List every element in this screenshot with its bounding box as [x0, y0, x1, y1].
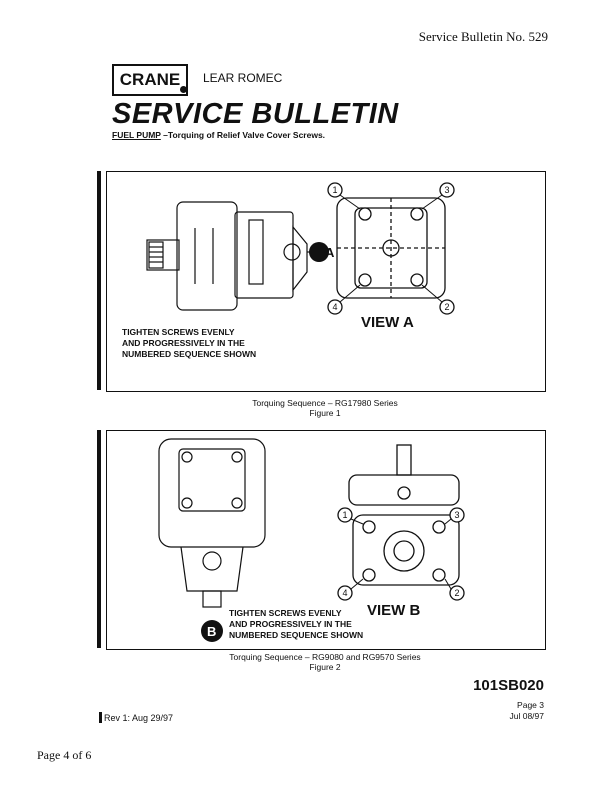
figure1-drawing: A 1 2 3 4: [146, 182, 455, 315]
revision-text: Rev 1: Aug 29/97: [104, 713, 174, 723]
figure1-caption-title: Torquing Sequence – RG17980 Series: [252, 398, 398, 408]
view-b-shaft: [396, 444, 412, 476]
figure2-caption-number: Figure 2: [309, 662, 341, 672]
document-number: 101SB020: [473, 677, 544, 694]
page-number: Page 3: [517, 700, 544, 710]
figure1-caption-number: Figure 1: [309, 408, 341, 418]
screw-b-number-3: 3: [454, 510, 459, 520]
figure1-revision-bar: [97, 171, 101, 390]
figure2-note: TIGHTEN SCREWS EVENLY AND PROGRESSIVELY …: [229, 608, 363, 641]
screw-2: [410, 273, 424, 287]
screw-b-number-1: 1: [342, 510, 347, 520]
screw-number-4: 4: [332, 302, 337, 312]
callout-b-label: B: [207, 624, 216, 639]
crane-logo: CRANE: [112, 64, 188, 96]
figure1-note-line1: TIGHTEN SCREWS EVENLY: [122, 327, 235, 337]
screw-number-4-ring: [327, 299, 343, 315]
screw-b-number-2: 2: [454, 588, 459, 598]
figure1-note-line3: NUMBERED SEQUENCE SHOWN: [122, 349, 257, 359]
figure2-note-line2: AND PROGRESSIVELY IN THE: [229, 619, 352, 629]
figure2-frame: B 1 2 3 4: [106, 430, 546, 650]
figure2-note-line3: NUMBERED SEQUENCE SHOWN: [229, 630, 364, 640]
bulletin-number: Service Bulletin No. 529: [418, 29, 548, 44]
screw-3: [410, 207, 424, 221]
pump-end: [292, 225, 308, 292]
company-name: LEAR ROMEC: [203, 71, 283, 85]
nameplate-front: [178, 448, 246, 512]
view-b-cover: [352, 514, 460, 586]
page-date: Jul 08/97: [509, 711, 545, 721]
pump-flange-front: [158, 438, 266, 548]
screw-b-number-4: 4: [342, 588, 347, 598]
figure1-note-line2: AND PROGRESSIVELY IN THE: [122, 338, 245, 348]
subject-line: FUEL PUMP –Torquing of Relief Valve Cove…: [112, 130, 325, 140]
figure2-note-line1: TIGHTEN SCREWS EVENLY: [229, 608, 342, 618]
figure1-caption: Torquing Sequence – RG17980 Series Figur…: [106, 398, 544, 418]
screw-b-number-4-ring: [337, 585, 353, 601]
figure2-caption-title: Torquing Sequence – RG9080 and RG9570 Se…: [229, 652, 421, 662]
subject-label: FUEL PUMP: [112, 130, 161, 140]
screw-number-2-ring: [439, 299, 455, 315]
screw-number-2: 2: [444, 302, 449, 312]
pump-shaft-front: [202, 590, 222, 608]
page-info: Page 3 Jul 08/97: [510, 700, 545, 722]
pump-neck: [180, 546, 244, 592]
page-of: Page 4 of 6: [37, 748, 92, 762]
screw-b-4: [362, 568, 376, 582]
screw-b-1: [362, 520, 376, 534]
page-title: SERVICE BULLETIN: [112, 98, 399, 130]
relief-valve: [283, 243, 301, 261]
screw-b-number-1-ring: [337, 507, 353, 523]
revision-bar: [99, 712, 102, 723]
screw-number-3: 3: [444, 185, 449, 195]
figure1-note: TIGHTEN SCREWS EVENLY AND PROGRESSIVELY …: [122, 327, 256, 360]
pump-body-left: [176, 201, 238, 311]
callout-b-marker: [201, 620, 223, 642]
outlet-port: [202, 551, 222, 571]
screw-number-1-ring: [327, 182, 343, 198]
view-b-label: VIEW B: [367, 602, 421, 619]
screw-number-3-ring: [439, 182, 455, 198]
screw-4: [358, 273, 372, 287]
screw-b-number-2-ring: [449, 585, 465, 601]
screw-b-2: [432, 568, 446, 582]
figure2-revision-bar: [97, 430, 101, 648]
callout-a-marker: [309, 242, 329, 262]
callout-a-label: A: [325, 245, 335, 260]
view-b-top-flange: [348, 474, 460, 506]
pump-shaft-housing: [146, 239, 180, 271]
screw-b-number-3-ring: [449, 507, 465, 523]
view-a-label: VIEW A: [361, 314, 414, 331]
logo-dot: [180, 86, 187, 93]
figure2-caption: Torquing Sequence – RG9080 and RG9570 Se…: [106, 652, 544, 672]
screw-1: [358, 207, 372, 221]
screw-b-3: [432, 520, 446, 534]
nameplate: [248, 219, 264, 285]
figure1-frame: A 1 2 3 4: [106, 171, 546, 392]
subject-text: –Torquing of Relief Valve Cover Screws.: [160, 130, 326, 140]
screw-number-1: 1: [332, 185, 337, 195]
figure2-drawing: B 1 2 3 4: [158, 438, 465, 642]
